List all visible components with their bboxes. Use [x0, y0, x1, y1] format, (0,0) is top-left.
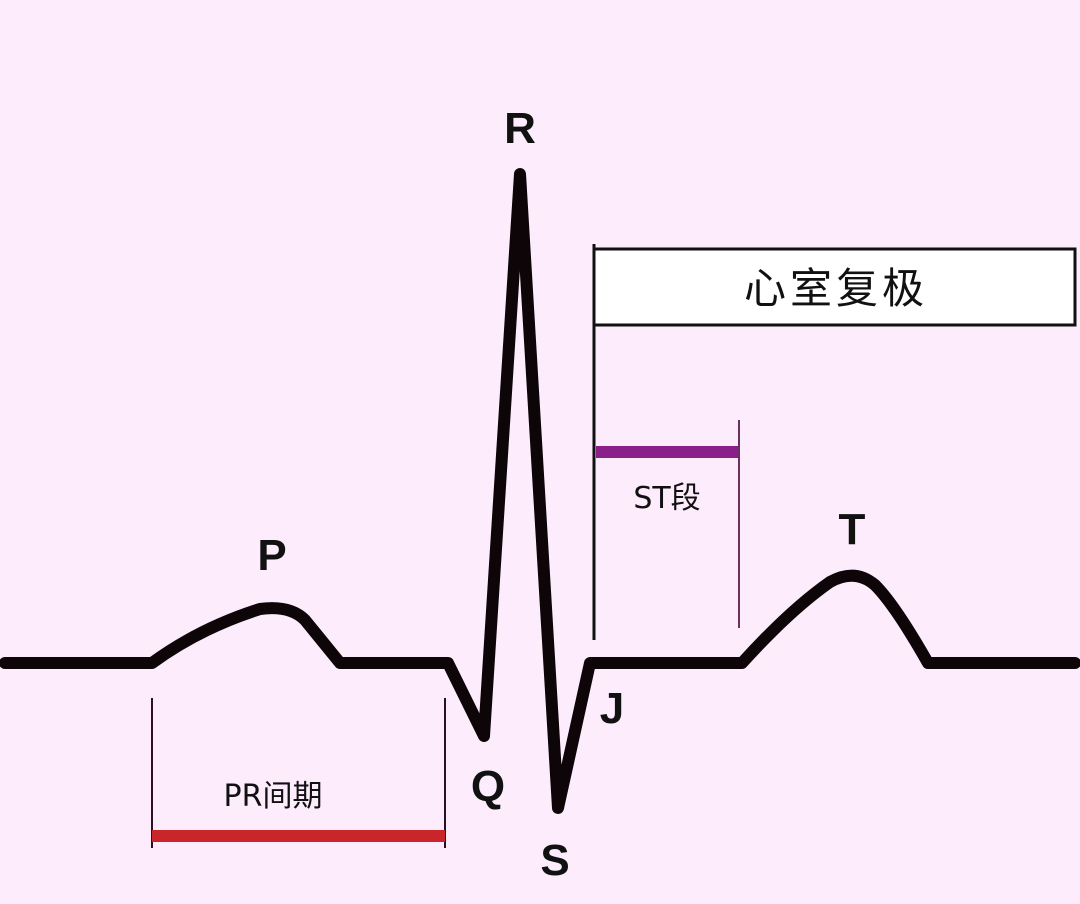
q-wave-label: Q	[471, 762, 505, 811]
p-wave-label: P	[257, 531, 286, 580]
r-wave-label: R	[504, 104, 536, 153]
ecg-waveform	[0, 168, 1080, 814]
t-wave-label: T	[839, 505, 866, 554]
st-segment-label: ST段	[633, 481, 700, 516]
s-wave-label: S	[540, 836, 569, 885]
pr-interval-label: PR间期	[224, 779, 323, 814]
j-point-label: J	[600, 684, 624, 733]
repolarization-box	[592, 247, 1077, 327]
repolarization-label: 心室复极	[744, 264, 928, 313]
